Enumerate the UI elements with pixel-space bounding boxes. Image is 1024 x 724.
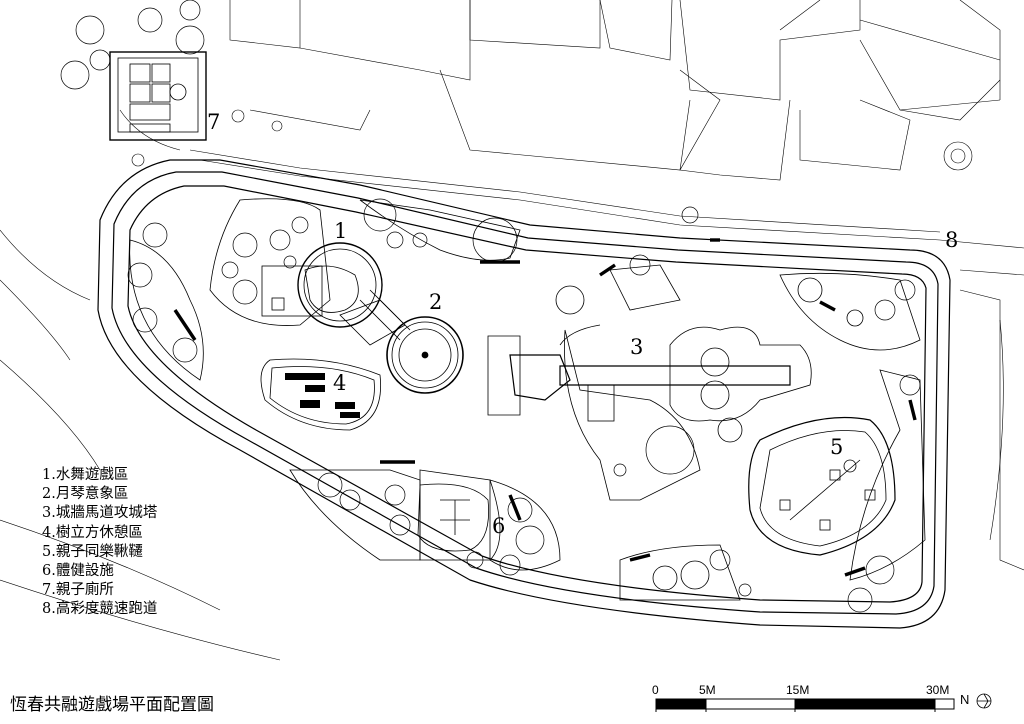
zone-number-5: 5: [830, 435, 844, 459]
castle-wall-area: [487, 285, 812, 443]
north-label: N: [960, 692, 970, 707]
tree-cube-hatch: [285, 373, 360, 418]
zone-number-7: 7: [207, 110, 221, 134]
legend-item: 7.親子廁所: [42, 582, 114, 599]
zone-number-6: 6: [492, 514, 506, 538]
scale-label-15m: 15M: [786, 683, 810, 697]
legend-item: 4.樹立方休憩區: [42, 524, 143, 541]
legend-item: 6.體健設施: [42, 563, 114, 580]
zone-legend: 1.水舞遊戲區 2.月琴意象區 3.城牆馬道攻城塔 4.樹立方休憩區 5.親子同…: [42, 466, 157, 620]
zone-number-4: 4: [333, 371, 347, 395]
moon-qin-area: [359, 289, 464, 394]
tree-cube-area: [260, 358, 382, 431]
surrounding-buildings: [0, 0, 1024, 661]
toilet-building: [109, 51, 207, 141]
scale-label-5m: 5M: [699, 683, 716, 697]
perimeter-track: [97, 159, 951, 629]
legend-item: 8.高彩度競速跑道: [42, 601, 158, 618]
legend-item: 1.水舞遊戲區: [42, 467, 129, 483]
fitness-area: [417, 483, 489, 552]
inner-beds: [129, 198, 926, 601]
benches: [173, 238, 917, 577]
scale-label-0: 0: [652, 683, 659, 697]
scale-bar: [655, 698, 955, 712]
zone-number-1: 1: [334, 219, 348, 243]
zone-number-3: 3: [630, 335, 644, 359]
lower-features: [652, 277, 864, 591]
zone-number-2: 2: [429, 290, 443, 314]
scale-label-30m: 30M: [926, 683, 950, 697]
legend-item: 3.城牆馬道攻城塔: [42, 505, 158, 522]
north-arrow-icon: [976, 693, 992, 709]
trees: [60, 0, 921, 613]
swing-area: [748, 416, 896, 556]
zone-number-8: 8: [945, 228, 959, 252]
plan-title: 恆春共融遊戲場平面配置圖: [10, 695, 214, 715]
legend-item: 2.月琴意象區: [42, 486, 129, 503]
legend-item: 5.親子同樂鞦韆: [42, 543, 143, 560]
water-play-area: [261, 242, 406, 346]
